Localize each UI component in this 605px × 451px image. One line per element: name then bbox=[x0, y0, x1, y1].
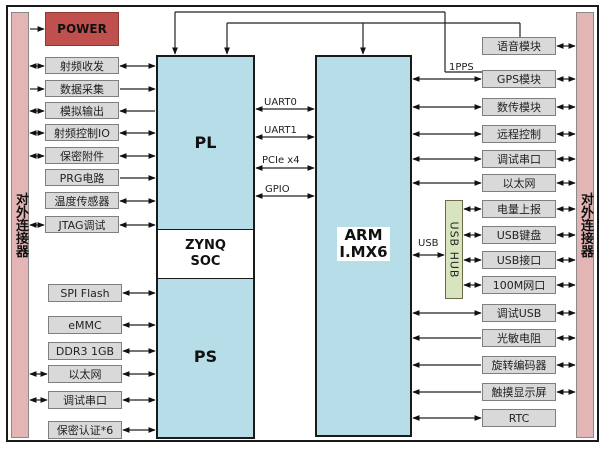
arm-module-label: 语音模块 bbox=[497, 40, 541, 53]
pl-module: PRG电路 bbox=[45, 169, 119, 186]
ps-module: eMMC bbox=[48, 316, 122, 334]
arm-module-label: 旋转编码器 bbox=[491, 359, 547, 372]
pl-module-label: JTAG调试 bbox=[58, 218, 106, 232]
arm-module: 光敏电阻 bbox=[482, 329, 556, 347]
hub-module: 电量上报 bbox=[482, 200, 556, 218]
pps-label: 1PPS bbox=[449, 62, 474, 73]
zynq-soc-title: ZYNQ SOC bbox=[158, 229, 253, 279]
pl-label: PL bbox=[194, 133, 217, 152]
arm-label-line2: I.MX6 bbox=[339, 243, 388, 261]
arm-module: GPS模块 bbox=[482, 70, 556, 88]
pl-module-label: 数据采集 bbox=[60, 82, 104, 96]
arm-module: 远程控制 bbox=[482, 125, 556, 143]
arm-module-label: 数传模块 bbox=[497, 101, 541, 114]
arm-module: 调试USB bbox=[482, 304, 556, 322]
power-block: POWER bbox=[45, 12, 119, 46]
arm-module: 数传模块 bbox=[482, 98, 556, 116]
pl-module-label: 温度传感器 bbox=[54, 194, 110, 208]
arm-module-label: 触摸显示屏 bbox=[491, 386, 547, 399]
usb-hub-block: USB HUB bbox=[445, 200, 463, 299]
arm-label: ARM I.MX6 bbox=[337, 226, 390, 261]
ps-module-label: SPI Flash bbox=[60, 286, 110, 300]
hub-module: USB键盘 bbox=[482, 226, 556, 244]
ps-module: SPI Flash bbox=[48, 284, 122, 302]
bus-label-uart1: UART1 bbox=[264, 125, 297, 136]
arm-module-label: 调试串口 bbox=[497, 153, 541, 166]
arm-module-label: RTC bbox=[508, 411, 530, 425]
zynq-soc-line2: SOC bbox=[190, 254, 221, 269]
zynq-soc-line1: ZYNQ bbox=[185, 238, 226, 253]
hub-module-label: USB接口 bbox=[496, 254, 542, 267]
pl-module-label: PRG电路 bbox=[59, 171, 105, 185]
arm-module: 旋转编码器 bbox=[482, 356, 556, 374]
pl-module: 射频收发 bbox=[45, 57, 119, 74]
ps-module-label: 调试串口 bbox=[63, 394, 107, 407]
pl-module: 温度传感器 bbox=[45, 192, 119, 209]
pl-module-label: 模拟输出 bbox=[60, 104, 104, 118]
hub-module: USB接口 bbox=[482, 251, 556, 269]
pl-module: 保密附件 bbox=[45, 147, 119, 164]
arm-module: 语音模块 bbox=[482, 37, 556, 55]
arm-module-label: 以太网 bbox=[502, 177, 536, 190]
ps-module: 调试串口 bbox=[48, 391, 122, 409]
arm-module: RTC bbox=[482, 409, 556, 427]
ps-module: 保密认证*6 bbox=[48, 421, 122, 439]
bus-label-uart0: UART0 bbox=[264, 97, 297, 108]
pl-module-label: 射频收发 bbox=[60, 59, 104, 73]
hub-module-label: 100M网口 bbox=[492, 279, 546, 292]
arm-module: 调试串口 bbox=[482, 150, 556, 168]
usb-hub-label: USB HUB bbox=[447, 221, 461, 278]
ps-module-label: 以太网 bbox=[68, 368, 102, 381]
arm-imx6-block: ARM I.MX6 bbox=[315, 55, 412, 437]
pl-module: 数据采集 bbox=[45, 80, 119, 97]
arm-label-line1: ARM bbox=[344, 226, 383, 244]
right-connector: 对外连接器 bbox=[576, 12, 594, 438]
ps-module-label: 保密认证*6 bbox=[56, 424, 114, 437]
bus-label-pcie: PCIe x4 bbox=[262, 155, 300, 166]
arm-module-label: 远程控制 bbox=[497, 128, 541, 141]
ps-module: DDR3 1GB bbox=[48, 342, 122, 360]
arm-module-label: GPS模块 bbox=[496, 73, 542, 86]
usb-link-label: USB bbox=[418, 238, 439, 249]
left-connector: 对外连接器 bbox=[11, 12, 29, 438]
arm-module-label: 调试USB bbox=[496, 307, 542, 320]
pl-module: 射频控制IO bbox=[45, 124, 119, 141]
pl-module-label: 保密附件 bbox=[60, 149, 104, 163]
zynq-soc-block: PL ZYNQ SOC PS bbox=[156, 55, 255, 439]
pl-module: JTAG调试 bbox=[45, 216, 119, 233]
hub-module: 100M网口 bbox=[482, 276, 556, 294]
ps-module: 以太网 bbox=[48, 365, 122, 383]
bus-label-gpio: GPIO bbox=[265, 184, 290, 195]
power-label: POWER bbox=[57, 22, 107, 36]
arm-module: 触摸显示屏 bbox=[482, 383, 556, 401]
arm-module-label: 光敏电阻 bbox=[497, 332, 541, 345]
ps-module-label: eMMC bbox=[68, 318, 102, 332]
ps-label: PS bbox=[193, 347, 218, 366]
hub-module-label: USB键盘 bbox=[496, 229, 542, 242]
left-connector-label: 对外连接器 bbox=[13, 192, 28, 258]
ps-module-label: DDR3 1GB bbox=[55, 344, 115, 358]
arm-module: 以太网 bbox=[482, 174, 556, 192]
pl-module-label: 射频控制IO bbox=[54, 126, 110, 140]
right-connector-label: 对外连接器 bbox=[578, 192, 593, 258]
pl-module: 模拟输出 bbox=[45, 102, 119, 119]
hub-module-label: 电量上报 bbox=[497, 203, 541, 216]
